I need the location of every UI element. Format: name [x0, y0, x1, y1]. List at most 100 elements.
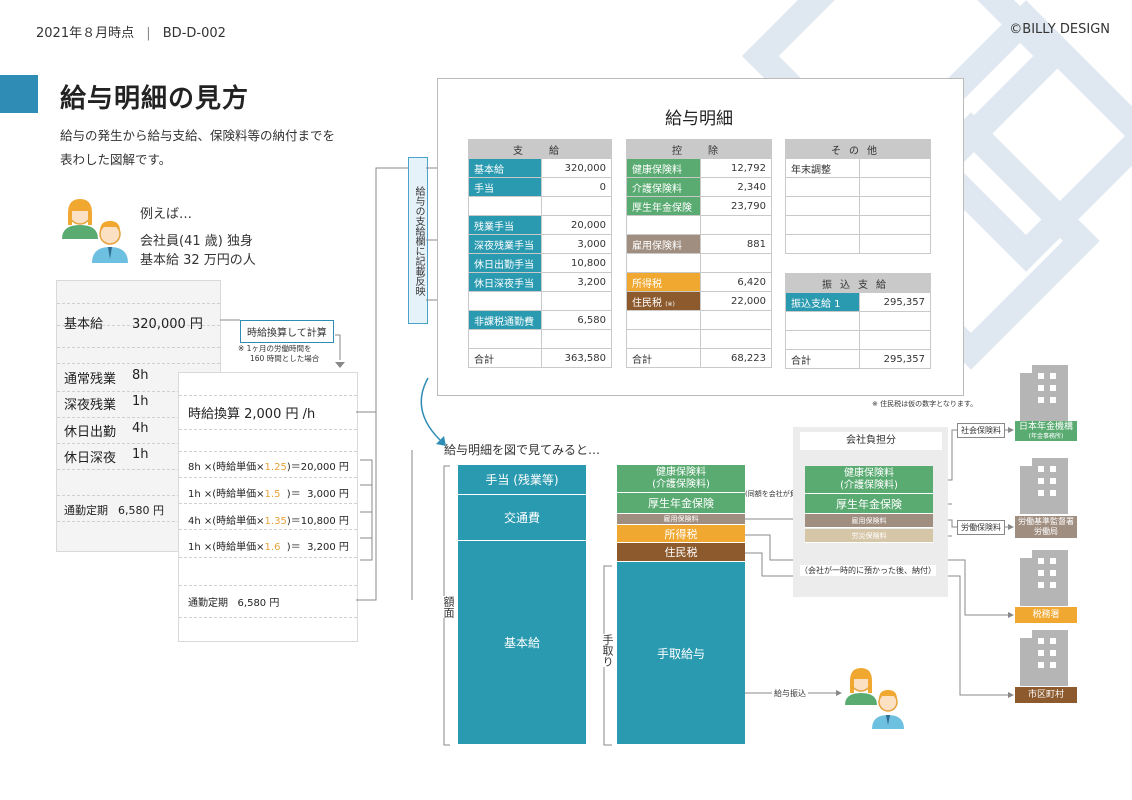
- cell-value: 295,357: [858, 349, 931, 369]
- commute-bar: 交通費: [458, 495, 586, 541]
- calc-sheet: [178, 372, 358, 642]
- cell-value: 23,790: [699, 196, 772, 216]
- calc-pre: 8h ×(時給単価×: [188, 462, 265, 473]
- calc-pre: 1h ×(時給単価×: [188, 489, 265, 500]
- social-insurance-tag: 社会保険料: [957, 423, 1005, 438]
- cell-key: 振込支給 1: [785, 292, 860, 312]
- company-accident-bar: 労災保険料: [805, 529, 933, 543]
- page-title: 給与明細の見方: [60, 84, 250, 114]
- municipality-label: 市区町村: [1015, 687, 1077, 703]
- hourly-rate: 時給換算 2,000 円 /h: [188, 407, 316, 422]
- payslip-title: 給与明細: [665, 109, 733, 129]
- org-sub: (年金事務所): [1028, 433, 1064, 440]
- cell-key: 基本給: [468, 158, 542, 178]
- table-row: [468, 196, 613, 216]
- calc-row: 1h ×(時給単価×1.5 )＝ 3,000 円: [188, 485, 349, 500]
- commute-value: 6,580 円: [118, 504, 164, 517]
- pension-org-label: 日本年金機構(年金事務所): [1015, 421, 1077, 441]
- calc-note-line: ※ 1ヶ月の労働時間を: [238, 344, 312, 353]
- table-header: 支 給: [468, 139, 612, 159]
- cell-value: 20,000: [540, 215, 613, 235]
- table-row: [626, 253, 772, 273]
- bar-label: 健康保険料: [844, 467, 894, 479]
- resident-tax-bar: 住民税: [617, 543, 745, 562]
- cell-value: 295,357: [858, 292, 931, 312]
- labor-org-label: 労働基準監督署労働局: [1015, 516, 1077, 538]
- reflect-label: 給与の支給欄に記載反映: [408, 157, 428, 324]
- table-row: [626, 310, 772, 330]
- cell-key: 合計: [785, 349, 860, 369]
- company-employment-bar: 雇用保険料: [805, 514, 933, 528]
- cell-value: 10,800: [540, 253, 613, 273]
- table-row: [785, 330, 931, 350]
- diagram-lead: 給与明細を図で見てみると…: [444, 443, 601, 457]
- cell-key: 住民税: [632, 297, 662, 309]
- bar-label: (介護保険料): [652, 478, 710, 490]
- calc-row: 8h ×(時給単価×1.25)＝20,000 円: [188, 458, 349, 473]
- copyright: ©BILLY DESIGN: [1009, 22, 1110, 37]
- commute-label: 通勤定期: [64, 504, 108, 517]
- calc-rate: 1.5: [264, 489, 281, 500]
- cell-value: 363,580: [540, 348, 613, 368]
- hours-value: 8h: [132, 368, 149, 383]
- table-header: 控 除: [626, 139, 772, 159]
- same-amount-note: (同額を会社が負担): [745, 489, 807, 499]
- header-code: BD-D-002: [162, 26, 226, 41]
- header-date: 2021年８月時点: [36, 26, 135, 41]
- building-icon: [1020, 550, 1068, 606]
- cell-value: 2,340: [699, 177, 772, 197]
- basic-salary-label: 基本給: [64, 317, 104, 332]
- calc-post: )＝20,000 円: [286, 462, 349, 473]
- person-icon: [92, 221, 128, 263]
- hours-value: 4h: [132, 421, 149, 436]
- cell-value: 3,000: [540, 234, 613, 254]
- table-row: [468, 291, 613, 311]
- cell-key: 休日出勤手当: [468, 253, 542, 273]
- cell-value: 68,223: [699, 348, 772, 368]
- cell-value: 6,420: [699, 272, 772, 292]
- cell-key: 雇用保険料: [626, 234, 701, 254]
- table-row: [785, 196, 931, 216]
- calc-note: ※ 1ヶ月の労働時間を 160 時間とした場合: [238, 344, 319, 364]
- health-insurance-bar: 健康保険料(介護保険料): [617, 465, 745, 493]
- income-tax-bar: 所得税: [617, 525, 745, 543]
- table-row: [785, 215, 931, 235]
- cell-key: 深夜残業手当: [468, 234, 542, 254]
- tax-office-label: 税務署: [1015, 607, 1077, 623]
- basic-salary-bar: 基本給: [458, 541, 586, 745]
- description-line: 給与の発生から給与支給、保険料等の納付までを: [60, 128, 336, 143]
- calc-commute: 通勤定期 6,580 円: [188, 598, 280, 609]
- table-header: 振込支給: [785, 273, 931, 293]
- header-meta: 2021年８月時点 | BD-D-002: [36, 22, 226, 41]
- cell-value: 22,000: [699, 291, 772, 311]
- table-row: [626, 215, 772, 235]
- cell-key: 非課税通勤費: [468, 310, 542, 330]
- person-icon: [62, 199, 98, 239]
- table-row: [785, 177, 931, 197]
- salary-transfer-label: 給与振込: [772, 688, 808, 699]
- building-icon: [1020, 365, 1068, 421]
- cell-key: 年末調整: [785, 158, 860, 178]
- cell-key: 厚生年金保険: [626, 196, 701, 216]
- cell-key: 残業手当: [468, 215, 542, 235]
- table-row: 住民税 (※)22,000: [626, 291, 772, 311]
- cell-value: 881: [699, 234, 772, 254]
- building-icon: [1020, 630, 1068, 686]
- employment-insurance-bar: 雇用保険料: [617, 514, 745, 525]
- bar-label: (介護保険料): [840, 479, 898, 491]
- gross-label: 額面: [440, 596, 456, 618]
- net-pay-bar: 手取給与: [617, 562, 745, 745]
